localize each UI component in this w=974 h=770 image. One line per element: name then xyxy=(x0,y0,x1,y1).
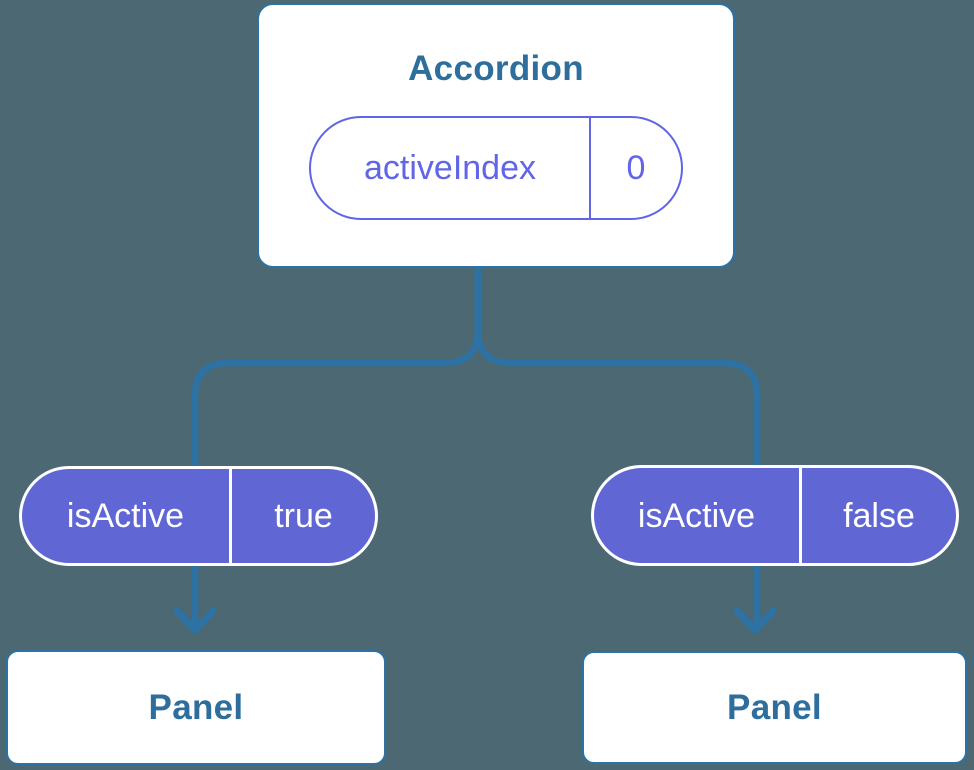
accordion-state-pill: activeIndex 0 xyxy=(309,116,683,220)
panel-node-title: Panel xyxy=(727,688,822,727)
left-panel-node: Panel xyxy=(6,650,386,765)
accordion-node-title: Accordion xyxy=(408,49,584,88)
prop-value-label: true xyxy=(229,469,375,563)
accordion-node: Accordion activeIndex 0 xyxy=(257,3,735,268)
panel-node-title: Panel xyxy=(148,688,244,727)
connector-left-branch xyxy=(191,257,482,632)
arrow-down-icon xyxy=(173,607,217,634)
right-prop-pill: isActive false xyxy=(591,465,959,566)
state-value-label: 0 xyxy=(589,118,681,218)
state-key-label: activeIndex xyxy=(364,149,536,187)
prop-value-label: false xyxy=(799,468,956,563)
arrow-down-icon xyxy=(733,607,777,634)
left-prop-pill: isActive true xyxy=(19,466,378,566)
connector-right-branch xyxy=(474,257,761,632)
prop-key-label: isActive xyxy=(637,496,756,535)
right-panel-node: Panel xyxy=(582,651,967,764)
prop-key-label: isActive xyxy=(66,497,185,535)
